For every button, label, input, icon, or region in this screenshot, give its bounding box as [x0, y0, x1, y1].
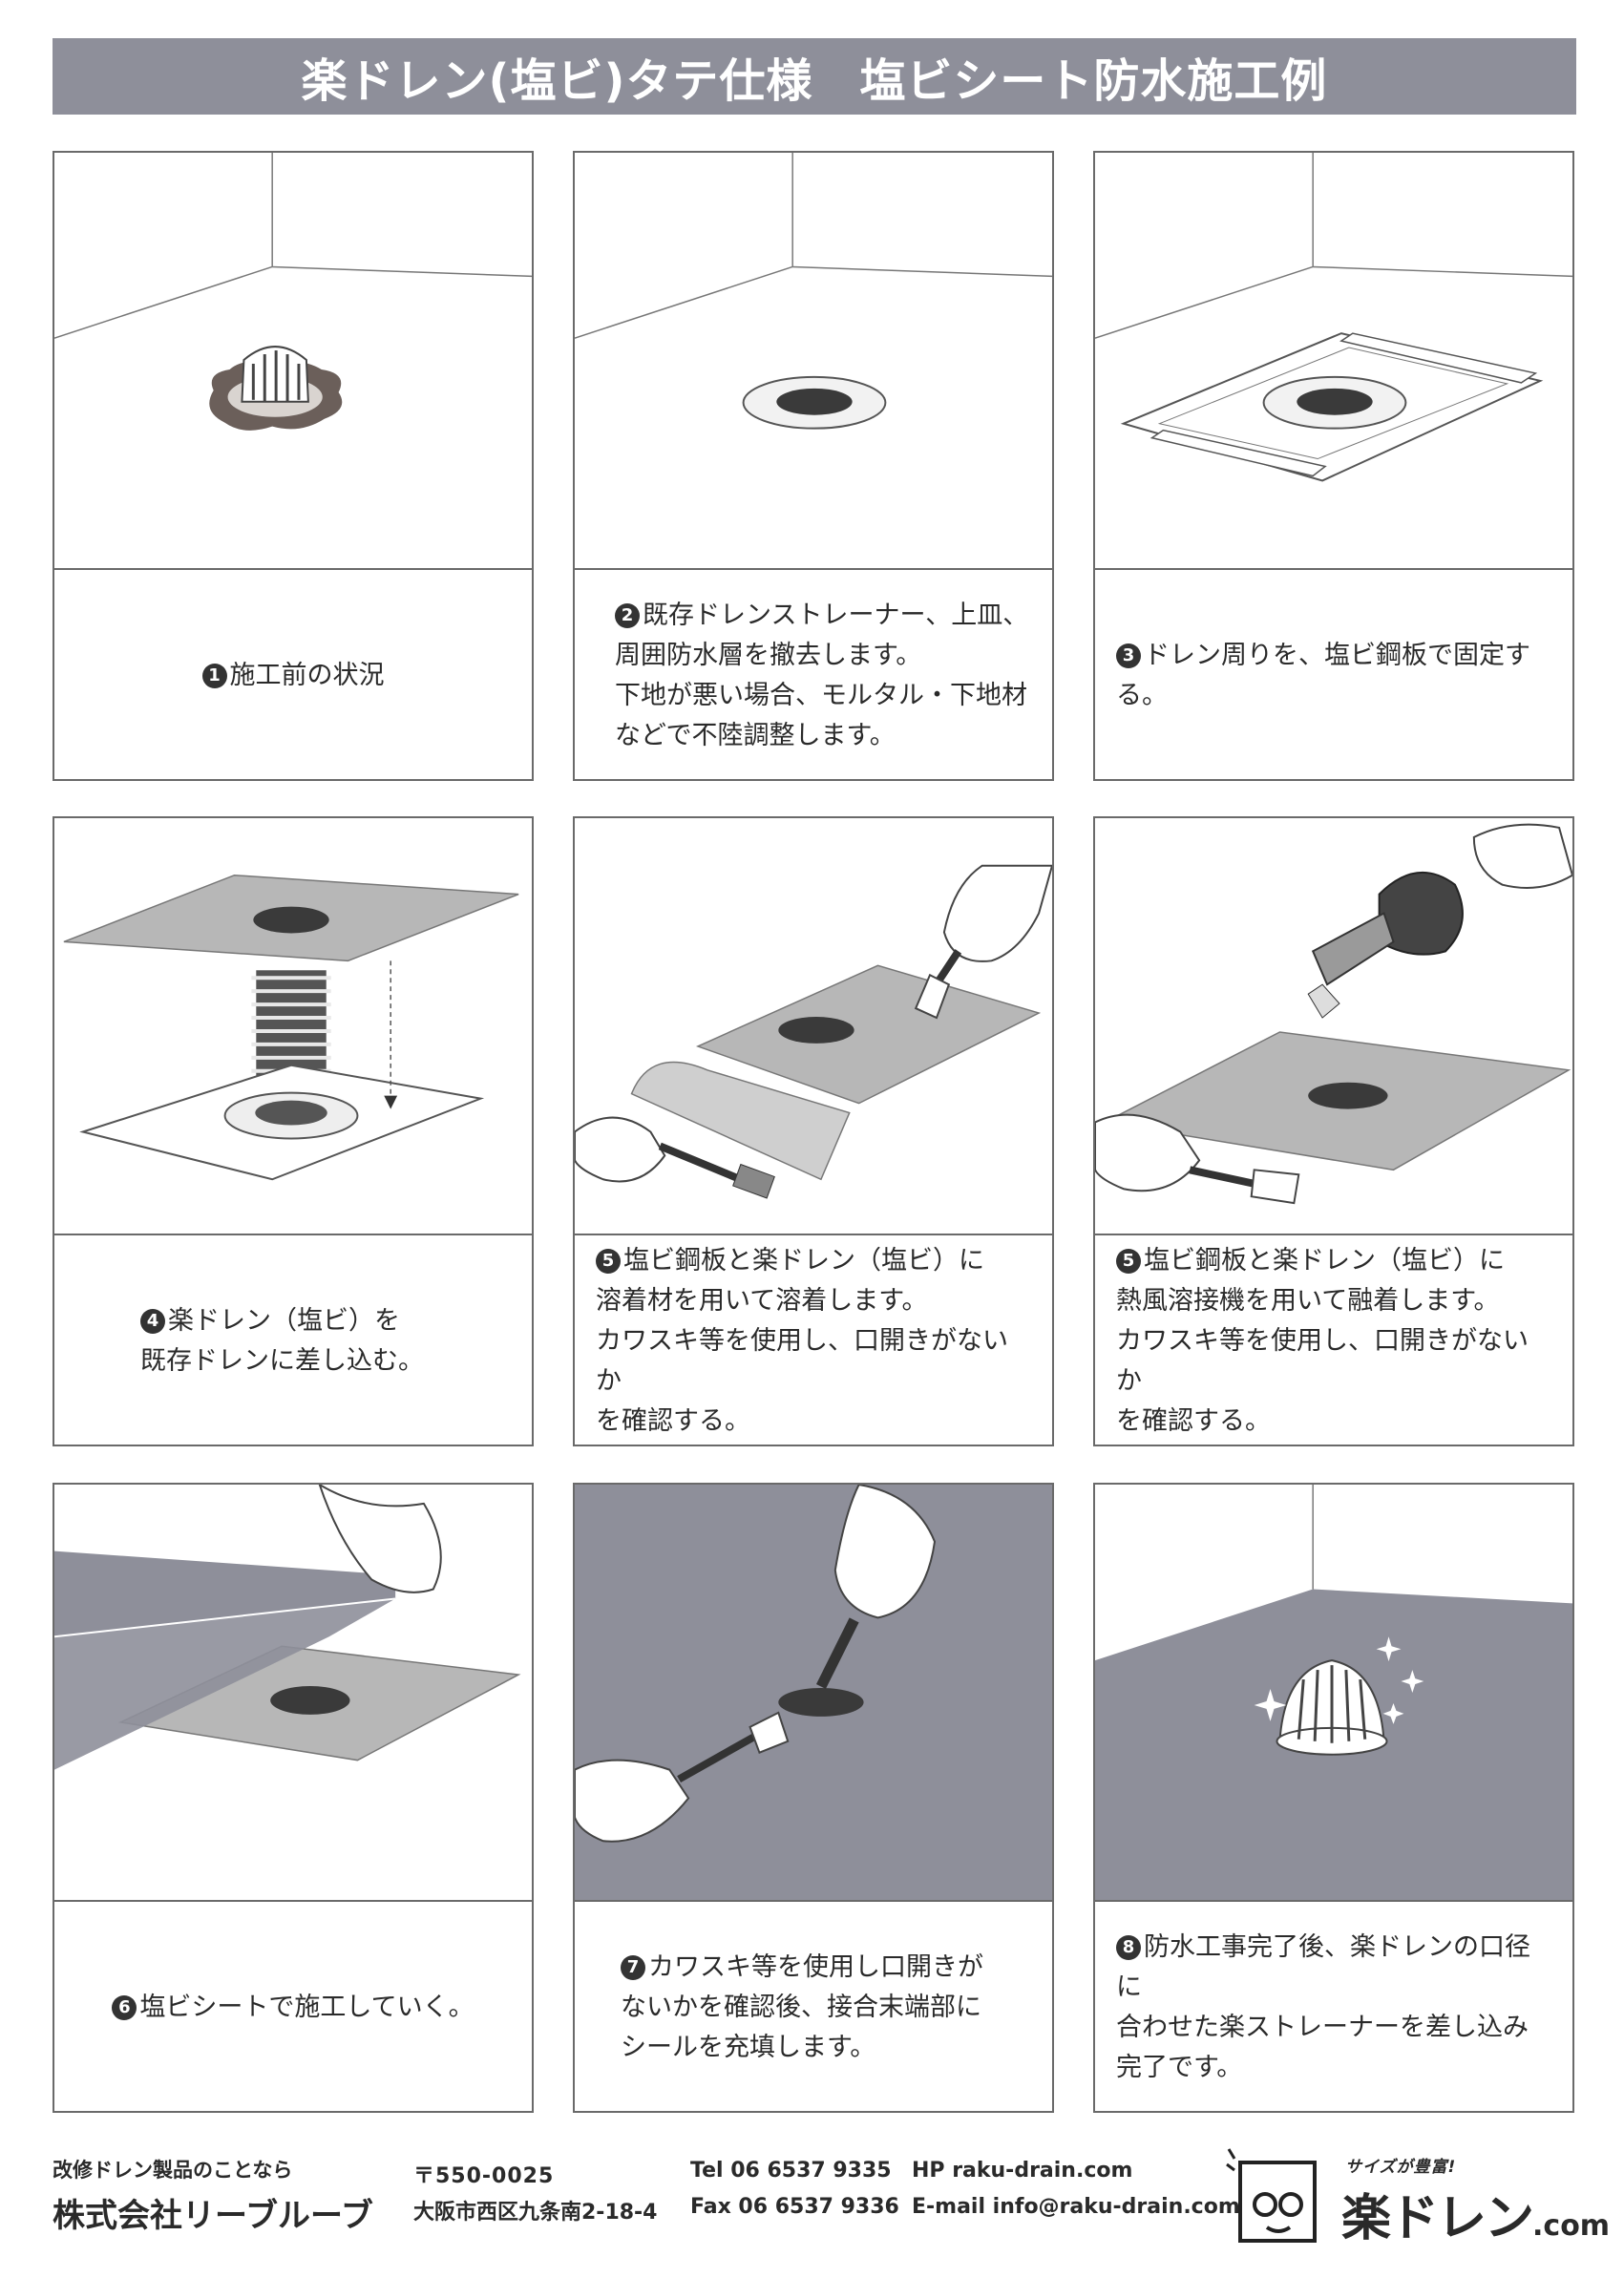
- step-text: カワスキ等を使用し口開きが ないかを確認後、接合末端部に シールを充填します。: [621, 1951, 983, 2062]
- logo-face-icon: [1226, 2148, 1317, 2243]
- address: 大阪市西区九条南2-18-4: [413, 2201, 658, 2225]
- step-number-badge: 5: [1116, 1248, 1141, 1274]
- step-illustration-5b: [1095, 818, 1572, 1235]
- hand-icon: [318, 1485, 442, 1593]
- postal-code: 〒550-0025: [413, 2164, 555, 2188]
- company-name: 株式会社リーブルーブ: [53, 2197, 373, 2235]
- step-number-badge: 4: [140, 1308, 165, 1334]
- step-number-badge: 2: [615, 602, 640, 628]
- step-text: ドレン周りを、塩ビ鋼板で固定する。: [1116, 640, 1530, 710]
- step-text: 既存ドレンストレーナー、上皿、 周囲防水層を撤去します。 下地が悪い場合、モルタ…: [615, 600, 1029, 750]
- heat-gun-icon: [1307, 871, 1464, 1019]
- logo-tagline: サイズが豊富!: [1345, 2158, 1457, 2177]
- step-text: 塩ビ鋼板と楽ドレン（塩ビ）に 熱風溶接機を用いて融着します。 カワスキ等を使用し…: [1116, 1245, 1529, 1436]
- step-text: 楽ドレン（塩ビ）を 既存ドレンに差し込む。: [140, 1305, 424, 1376]
- step-illustration-6: [54, 1485, 532, 1902]
- title-bar: 楽ドレン(塩ビ)タテ仕様 塩ビシート防水施工例: [53, 38, 1576, 115]
- logo-suffix: .com: [1532, 2209, 1611, 2243]
- website-link[interactable]: HP raku-drain.com: [912, 2159, 1133, 2183]
- footer-tagline: 改修ドレン製品のことなら: [53, 2159, 293, 2182]
- step-illustration-1: [54, 153, 532, 570]
- hand-icon: [575, 1759, 690, 1843]
- brand-logo: サイズが豊富! 楽ドレン.com: [1219, 2136, 1610, 2250]
- step-text: 塩ビシートで施工していく。: [139, 1992, 475, 2022]
- email-link[interactable]: E-mail info@raku-drain.com: [912, 2195, 1240, 2219]
- brush-icon: [677, 1711, 790, 1783]
- brush-icon: [658, 1142, 775, 1199]
- step-illustration-7: [575, 1485, 1052, 1902]
- step-number-badge: 6: [112, 1994, 137, 2020]
- step-number-badge: 7: [621, 1954, 645, 1980]
- step-illustration-8: [1095, 1485, 1572, 1902]
- page-title: 楽ドレン(塩ビ)タテ仕様 塩ビシート防水施工例: [301, 54, 1328, 108]
- hand-icon: [833, 1485, 937, 1619]
- sealant-gun-icon: [815, 1617, 859, 1690]
- step-illustration-3: [1095, 153, 1572, 570]
- hand-icon: [575, 1116, 666, 1183]
- logo-name: 楽ドレン.com: [1341, 2178, 1610, 2249]
- hand-icon: [942, 864, 1052, 962]
- step-number-badge: 1: [201, 663, 227, 688]
- hand-icon: [1095, 1113, 1201, 1192]
- step-text: 施工前の状況: [229, 660, 385, 690]
- sparkle-icon: [1254, 1636, 1424, 1724]
- hand-icon: [1472, 823, 1572, 889]
- step-number-badge: 3: [1116, 643, 1141, 668]
- telephone: Tel 06 6537 9335: [690, 2159, 892, 2183]
- step-number-badge: 5: [596, 1248, 621, 1274]
- logo-name-text: 楽ドレン: [1341, 2190, 1534, 2247]
- step-illustration-4: [54, 818, 532, 1235]
- step-number-badge: 8: [1116, 1934, 1141, 1960]
- step-illustration-5a: [575, 818, 1052, 1235]
- drain-strainer-icon: [1276, 1659, 1388, 1756]
- drain-strainer-icon: [241, 346, 309, 403]
- step-text: 塩ビ鋼板と楽ドレン（塩ビ）に 溶着材を用いて溶着します。 カワスキ等を使用し、口…: [596, 1245, 1008, 1436]
- fax: Fax 06 6537 9336: [690, 2195, 899, 2219]
- footer: 改修ドレン製品のことなら 株式会社リーブルーブ 〒550-0025 大阪市西区九…: [53, 2134, 1610, 2258]
- step-illustration-2: [575, 153, 1052, 570]
- brush-icon: [914, 949, 962, 1020]
- brush-icon: [1189, 1166, 1300, 1205]
- step-text: 防水工事完了後、楽ドレンの口径に 合わせた楽ストレーナーを差し込み 完了です。: [1116, 1931, 1530, 2082]
